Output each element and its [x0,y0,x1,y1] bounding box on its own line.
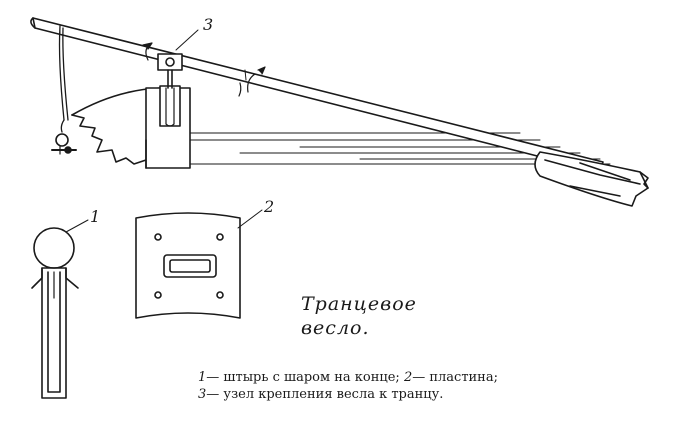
legend: 1— штырь с шаром на конце; 2— пластина; … [198,369,498,403]
legend-text-3: — узел крепления весла к транцу. [206,387,444,402]
caption-title: Транцевое весло. [301,292,417,340]
legend-num-1: 1 [198,370,207,385]
caption-title-line2: весло. [301,317,370,339]
legend-text-1: — штырь с шаром на конце; [206,370,400,385]
mount-bracket [157,53,183,127]
leader-lines [65,29,263,233]
legend-line-2: 3— узел крепления весла к транцу. [198,386,498,403]
legend-line-1: 1— штырь с шаром на конце; 2— пластина; [198,369,498,386]
oar-blade [534,151,649,207]
label-1: 1 [90,207,100,226]
legend-num-2: 2 [403,370,413,385]
tie-cord [51,25,77,155]
label-3: 3 [203,15,213,34]
caption-title-line1: Транцевое [301,293,417,315]
legend-text-2: — пластина; [412,370,498,385]
rotation-arrows [142,42,266,97]
pin-with-ball [31,227,79,399]
legend-num-3: 3 [198,387,207,402]
label-2: 2 [263,197,274,216]
mounting-plate [135,212,241,319]
